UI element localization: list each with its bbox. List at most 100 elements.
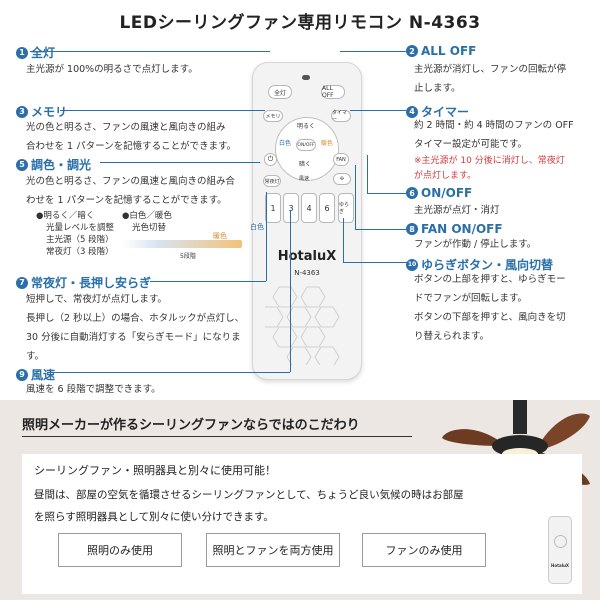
body-line: わせを 1 パターンを記憶することができます。 — [26, 195, 227, 206]
section-speed-body: 風速を 6 段階で調整できます。 — [26, 380, 161, 399]
body-line: 30 分後に自動消灯する「安らぎモード」になりま — [26, 332, 241, 343]
leader-line-8 — [355, 229, 407, 230]
fan-speed-key-6[interactable]: 6 — [319, 193, 335, 223]
bright-button[interactable]: 明るく — [297, 123, 316, 130]
feature-line: を照らす照明器具として別々に使い分けできます。 — [34, 511, 274, 523]
section-yuragi-body: ボタンの上部を押すと、ゆらぎモー ドでファンが回転します。 ボタンの下部を押すと… — [414, 270, 566, 346]
num-badge: 3 — [16, 105, 28, 118]
dim-button[interactable]: 暗く — [299, 161, 312, 168]
color-legend-2: ●白色／暖色 光色切替 — [122, 210, 172, 234]
leader-line-6v — [367, 155, 368, 193]
bar-white-label: 白色 — [250, 223, 264, 231]
section-title: ゆらぎボタン・風向切替 — [421, 258, 554, 272]
light-onoff-button[interactable]: ON/OFF — [296, 139, 316, 151]
body-line: 約 2 時間・約 4 時間のファンの OFF — [414, 120, 574, 131]
body-line: 長押し（2 秒以上）の場合、ホタルックが点灯し、 — [26, 313, 245, 324]
warm-button[interactable]: 暖色 — [321, 140, 334, 147]
num-badge: 5 — [16, 158, 28, 171]
leader-line-8v — [355, 165, 356, 229]
num-badge: 10 — [406, 258, 418, 271]
body-line: 主光源が 100%の明るさで点灯します。 — [26, 64, 198, 75]
section-color-head: 5 調色・調光 — [16, 156, 91, 173]
leader-line-2 — [340, 51, 406, 52]
fan-speed-key-3[interactable]: 3 — [283, 193, 299, 223]
num-badge: 4 — [406, 105, 418, 118]
hexagon-pattern — [265, 286, 340, 365]
leader-line-3 — [60, 110, 265, 111]
fan-only-button[interactable]: ファンのみ使用 — [362, 533, 486, 567]
num-badge: 7 — [16, 276, 28, 289]
body-line: 光の色と明るさ、ファンの風速と風向きの組み — [26, 122, 226, 133]
section-nightlight-body: 短押しで、常夜灯が点灯します。 長押し（2 秒以上）の場合、ホタルックが点灯し、… — [26, 290, 244, 366]
legend-main: 主光源（5 段階） — [46, 235, 114, 245]
section-timer-head: 4 タイマー — [406, 103, 469, 120]
yuragi-button[interactable]: ゆらぎ — [338, 193, 354, 223]
memory-button[interactable]: メモリ — [263, 110, 283, 122]
feature-heading: 照明メーカーが作るシーリングファンならではのこだわり — [22, 418, 360, 433]
leader-line-10 — [343, 262, 407, 263]
nightlight-button[interactable]: 常夜灯 — [263, 175, 281, 187]
mini-remote-image: HotaluX — [548, 516, 572, 584]
body-line: ファンが作動 / 停止します。 — [414, 239, 537, 250]
num-badge: 8 — [406, 223, 418, 235]
light-only-button[interactable]: 照明のみ使用 — [58, 533, 182, 567]
section-onoff-head: 6 ON/OFF — [406, 186, 472, 200]
bar-warm-label: 暖色 — [213, 232, 227, 240]
mini-remote-dial — [554, 535, 567, 548]
fan-button[interactable]: FAN — [333, 153, 349, 166]
fan-icon: ✣ — [339, 176, 345, 182]
timer-button[interactable]: タイマー — [331, 110, 351, 123]
body-line: タイマー設定が可能です。 — [414, 139, 528, 150]
leader-line-4 — [350, 110, 406, 111]
fan-speed-key-4[interactable]: 4 — [301, 193, 317, 223]
section-title: ALL OFF — [421, 44, 477, 58]
section-title: 調色・調光 — [31, 158, 92, 172]
legend-switch: 光色切替 — [132, 223, 167, 233]
leader-line-9v — [290, 210, 291, 372]
speed-label: 風速 — [299, 176, 310, 182]
section-fan-head: 8 FAN ON/OFF — [406, 222, 503, 236]
white-button[interactable]: 白色 — [279, 140, 292, 147]
light-and-fan-button[interactable]: 照明とファンを両方使用 — [206, 533, 340, 567]
feature-text: 昼間は、部屋の空気を循環させるシーリングファンとして、ちょうど良い気候の時はお部… — [34, 484, 464, 528]
section-timer-note: ※主光源が 10 分後に消灯し、常夜灯 が点灯します。 — [414, 154, 565, 184]
fan-speed-button[interactable]: ✣ — [333, 173, 351, 185]
section-title: メモリ — [31, 105, 68, 119]
fan-speed-key-1[interactable]: 1 — [265, 193, 281, 223]
page-title: LEDシーリングファン専用リモコン N-4363 — [119, 13, 481, 33]
section-nightlight-head: 7 常夜灯・長押し安らぎ — [16, 274, 151, 291]
full-light-button[interactable]: 全灯 — [268, 85, 292, 99]
all-off-button[interactable]: ALL OFF — [321, 85, 345, 99]
section-full-light-head: 1 全灯 — [16, 44, 55, 61]
ir-sensor — [302, 75, 310, 80]
section-fan-body: ファンが作動 / 停止します。 — [414, 235, 536, 254]
feature-panel: 照明メーカーが作るシーリングファンならではのこだわり シーリングファン・照明器具… — [0, 400, 600, 600]
leader-line-7v — [266, 192, 267, 281]
power-icon-button[interactable]: ⏻ — [264, 153, 277, 166]
body-line: り替えられます。 — [414, 331, 490, 342]
leader-line-10v — [343, 218, 344, 262]
remote-model: N-4363 — [294, 269, 320, 277]
body-line: 合わせを 1 パターンを記憶することができます。 — [26, 141, 237, 152]
section-color-body: 光の色と明るさ、ファンの風速と風向きの組み合 わせを 1 パターンを記憶すること… — [26, 172, 235, 210]
section-memory-body: 光の色と明るさ、ファンの風速と風向きの組み 合わせを 1 パターンを記憶すること… — [26, 118, 236, 156]
leader-line-1 — [30, 51, 270, 52]
section-title: 常夜灯・長押し安らぎ — [31, 276, 152, 290]
body-line: 主光源が消灯し、ファンの回転が停 — [414, 64, 567, 75]
num-badge: 2 — [406, 45, 418, 57]
body-line: 風速を 6 段階で調整できます。 — [26, 384, 161, 395]
leader-line-5 — [100, 162, 260, 163]
body-line: ドでファンが回転します。 — [414, 293, 528, 304]
body-line: ボタンの上部を押すと、ゆらぎモー — [414, 274, 566, 285]
feature-box — [22, 454, 582, 594]
leader-line-7 — [150, 281, 266, 282]
section-onoff-body: 主光源が点灯・消灯 — [414, 201, 500, 220]
feature-subheading: シーリングファン・照明器具と別々に使用可能！ — [34, 464, 276, 477]
body-line: す。 — [26, 351, 45, 362]
color-legend: ●明るく／暗く 光量レベルを調整 主光源（5 段階） 常夜灯（3 段階） — [36, 210, 114, 258]
body-line: ボタンの下部を押すと、風向きを切 — [414, 312, 566, 323]
legend-color: ●白色／暖色 — [122, 211, 172, 221]
body-line: 主光源が点灯・消灯 — [414, 205, 500, 216]
power-icon: ⏻ — [267, 155, 274, 163]
color-temp-bar — [122, 240, 242, 248]
